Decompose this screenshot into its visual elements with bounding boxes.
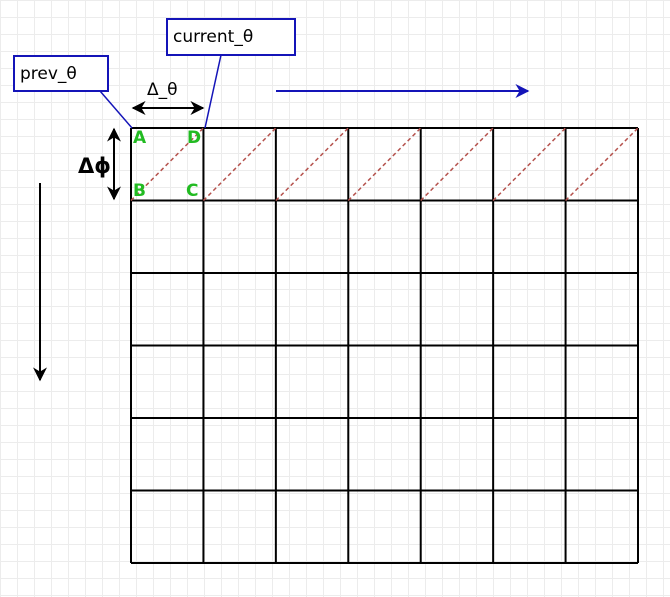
grid (130, 127, 639, 564)
current-theta-label: current_θ (173, 27, 254, 47)
prev-theta-label: prev_θ (20, 63, 77, 84)
diagonal-dashed-line (130, 127, 204, 202)
current-theta-callout: current_θ (166, 18, 296, 56)
delta-phi-label: Δϕ (78, 154, 111, 178)
diagonal-dashed-line (492, 127, 567, 202)
delta-theta-label: Δ_θ (147, 80, 178, 100)
point-d-label: D (187, 128, 202, 148)
diagonal-dashed-line (347, 127, 422, 202)
diagonal-dashed-line (420, 127, 494, 202)
diagonal-dashed-line (275, 127, 349, 202)
point-c-label: C (186, 181, 199, 201)
prev-theta-leader (99, 90, 133, 129)
point-a-label: A (133, 128, 147, 148)
diagonal-dashed-line (565, 127, 639, 202)
prev-theta-callout: prev_θ (13, 55, 109, 92)
diagonal-dashed-line (202, 127, 277, 202)
current-theta-leader (204, 54, 222, 129)
point-b-label: B (133, 181, 146, 201)
